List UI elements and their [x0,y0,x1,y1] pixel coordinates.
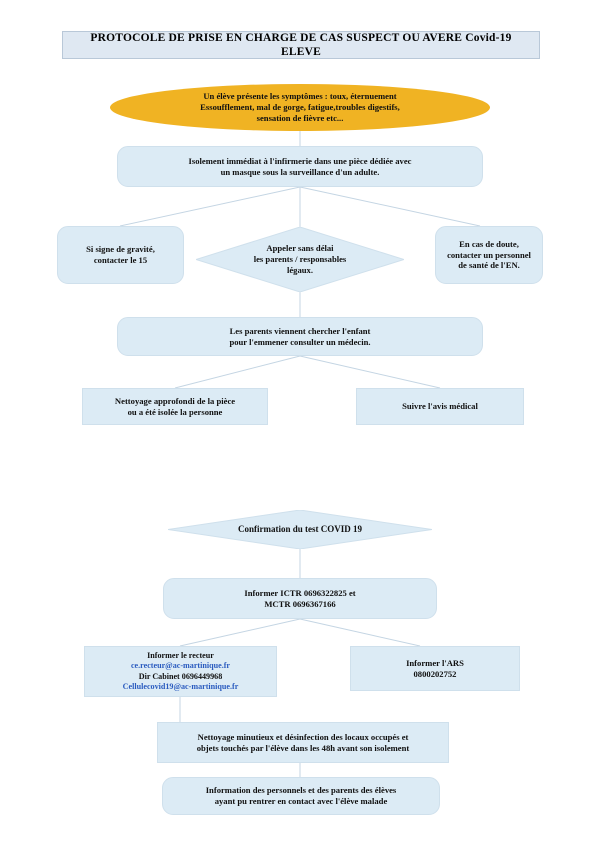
node-avis-medical-text: Suivre l'avis médical [402,401,478,412]
node-nettoyage-locaux: Nettoyage minutieux et désinfection des … [157,722,449,763]
node-signe-gravite-text: Si signe de gravité, contacter le 15 [82,244,159,265]
node-symptomes-text: Un élève présente les symptômes : toux, … [196,91,404,123]
node-information-personnels-line2: ayant pu rentrer en contact avec l'élève… [214,796,388,806]
diamond-shape [196,227,404,292]
node-signe-gravite: Si signe de gravité, contacter le 15 [57,226,184,284]
node-confirmation-test-text: Confirmation du test COVID 19 [237,523,362,534]
node-informer-recteur-email-rectorat: ce.recteur@ac-martinique.fr [130,661,231,671]
node-cas-de-doute-line3: de santé de l'EN. [458,260,520,271]
node-symptomes: Un élève présente les symptômes : toux, … [110,84,490,131]
node-isolement: Isolement immédiat à l'infirmerie dans u… [117,146,483,187]
node-information-personnels-text: Information des personnels et des parent… [202,785,401,806]
edge-isolement-doute [299,186,481,227]
node-avis-medical: Suivre l'avis médical [356,388,524,425]
node-isolement-line1: Isolement immédiat à l'infirmerie dans u… [188,155,412,166]
node-cas-de-doute-line2: contacter un personnel [447,249,531,260]
edge-isolement-gravite [119,186,301,227]
node-information-personnels-line1: Information des personnels et des parent… [205,785,397,796]
node-informer-ictr-mctr-line2: MCTR 0696367166 [264,598,336,609]
node-signe-gravite-line2: contacter le 15 [93,255,148,265]
node-informer-recteur-line3: Dir Cabinet 0696449968 [138,671,223,681]
node-informer-ars-line1: Informer l'ARS [406,657,464,668]
node-nettoyage-piece: Nettoyage approfondi de la pièce ou a ét… [82,388,268,425]
node-signe-gravite-line1: Si signe de gravité, [86,244,155,255]
node-appeler-parents-line2: les parents / responsables [253,254,347,265]
node-appeler-parents-line1: Appeler sans délai [266,243,334,254]
node-symptomes-line1: Un élève présente les symptômes : toux, … [203,91,397,102]
node-nettoyage-piece-line2: ou a été isolée la personne [127,406,223,417]
node-isolement-line2: un masque sous la surveillance d'un adul… [220,166,380,177]
node-nettoyage-locaux-line2: objets touchés par l'élève dans les 48h … [196,742,410,753]
node-information-personnels: Information des personnels et des parent… [162,777,440,815]
node-informer-ars-line2: 0800202752 [413,668,457,679]
node-cas-de-doute: En cas de doute, contacter un personnel … [435,226,543,284]
node-appeler-parents: Appeler sans délai les parents / respons… [196,227,404,292]
node-informer-ictr-mctr-text: Informer ICTR 0696322825 et MCTR 0696367… [240,588,359,609]
page-title: PROTOCOLE DE PRISE EN CHARGE DE CAS SUSP… [62,31,540,59]
node-informer-recteur: Informer le recteur ce.recteur@ac-martin… [84,646,277,697]
diamond-shape [168,510,432,549]
page-title-text: PROTOCOLE DE PRISE EN CHARGE DE CAS SUSP… [90,31,512,58]
node-informer-recteur-text: Informer le recteur ce.recteur@ac-martin… [119,651,243,691]
node-informer-recteur-line1: Informer le recteur [147,651,214,661]
edge-parents-avis [299,355,441,389]
node-parents-viennent-chercher-text: Les parents viennent chercher l'enfant p… [225,326,374,347]
node-informer-ars-text: Informer l'ARS 0800202752 [402,658,468,679]
edge-ictr-ars [299,618,421,647]
node-nettoyage-locaux-text: Nettoyage minutieux et désinfection des … [193,732,414,753]
node-symptomes-line3: sensation de fièvre etc... [256,112,344,123]
node-cas-de-doute-line1: En cas de doute, [459,238,519,249]
node-informer-ictr-mctr-line1: Informer ICTR 0696322825 et [244,587,356,598]
node-cas-de-doute-text: En cas de doute, contacter un personnel … [443,239,535,271]
edge-ictr-recteur [179,618,301,647]
node-appeler-parents-line3: légaux. [286,264,314,275]
node-nettoyage-locaux-line1: Nettoyage minutieux et désinfection des … [197,731,409,742]
node-nettoyage-piece-text: Nettoyage approfondi de la pièce ou a ét… [111,396,239,417]
node-informer-recteur-email-cellulecovid: Cellulecovid19@ac-martinique.fr [122,681,239,691]
node-isolement-text: Isolement immédiat à l'infirmerie dans u… [185,156,416,177]
node-symptomes-line2: Essoufflement, mal de gorge, fatigue,tro… [200,102,400,113]
node-informer-ars: Informer l'ARS 0800202752 [350,646,520,691]
node-parents-viennent-chercher-line2: pour l'emmener consulter un médecin. [229,336,371,347]
node-nettoyage-piece-line1: Nettoyage approfondi de la pièce [114,395,236,406]
node-parents-viennent-chercher-line1: Les parents viennent chercher l'enfant [229,325,371,336]
node-appeler-parents-text: Appeler sans délai les parents / respons… [250,243,351,275]
node-confirmation-test: Confirmation du test COVID 19 [168,510,432,549]
node-parents-viennent-chercher: Les parents viennent chercher l'enfant p… [117,317,483,356]
node-informer-ictr-mctr: Informer ICTR 0696322825 et MCTR 0696367… [163,578,437,619]
edge-parents-nettoyage [174,355,301,389]
